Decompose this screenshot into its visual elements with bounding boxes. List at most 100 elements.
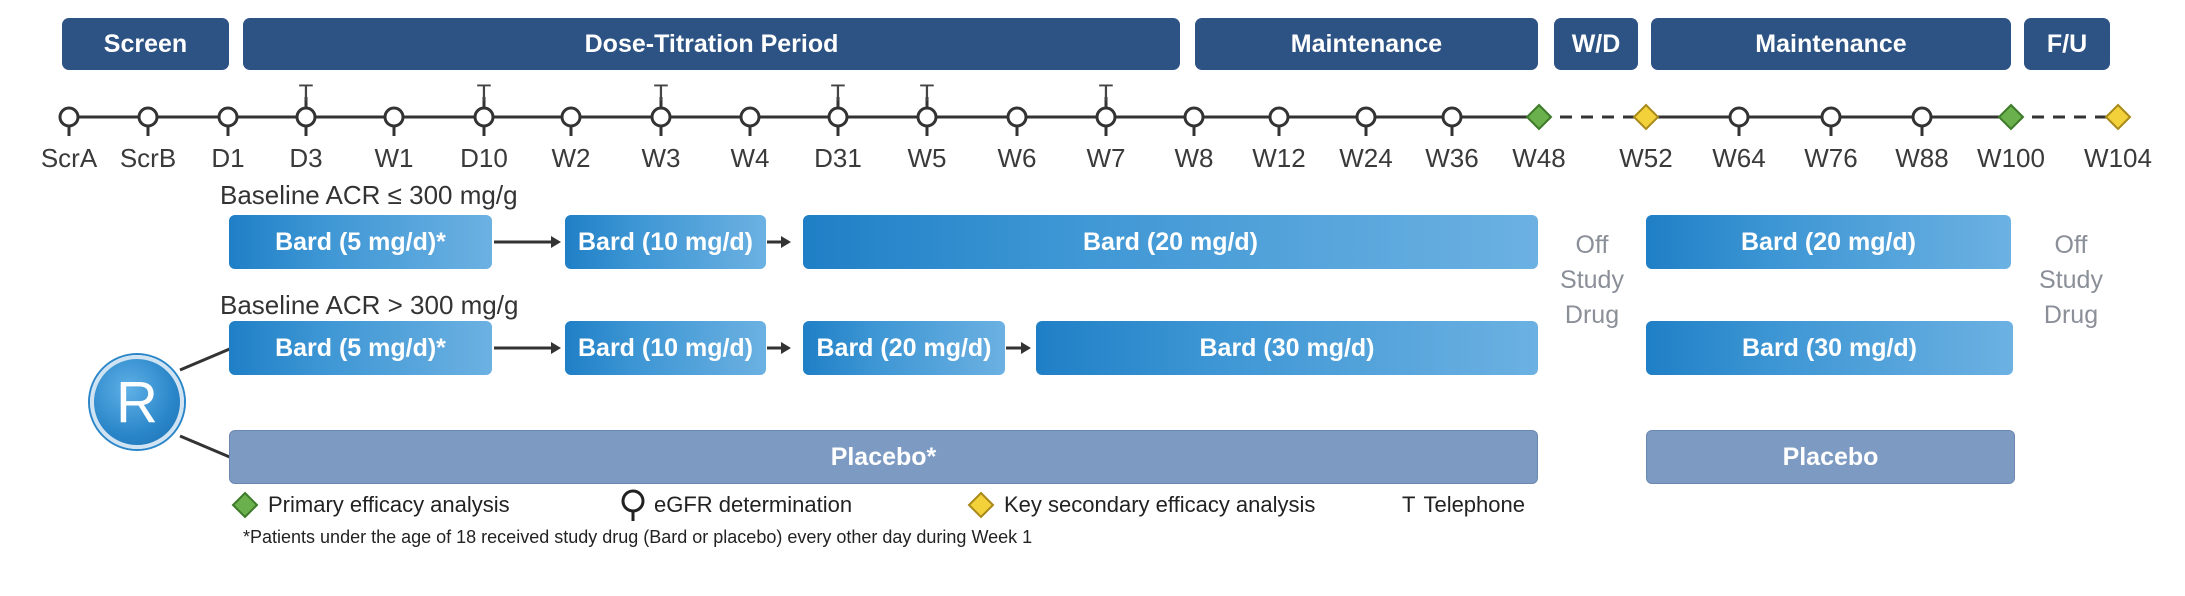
- egfr-timepoint-marker: [1355, 106, 1377, 128]
- arrow-head: [781, 342, 791, 354]
- egfr-timepoint-marker: [217, 106, 239, 128]
- egfr-timepoint-marker: [1911, 106, 1933, 128]
- timepoint-label: W64: [1712, 143, 1766, 173]
- yellow-diamond-icon: [967, 491, 995, 519]
- egfr-timepoint-marker: [739, 106, 761, 128]
- legend-telephone-label: Telephone: [1423, 492, 1525, 517]
- randomization-line-lower: [179, 434, 233, 460]
- primary-analysis-diamond: [1525, 103, 1553, 131]
- legend-telephone-letter: T: [1402, 492, 1416, 517]
- legend-secondary-label: Key secondary efficacy analysis: [1004, 492, 1316, 517]
- timepoint-label: D31: [814, 143, 862, 173]
- legend-telephone: T Telephone: [1402, 488, 1525, 522]
- bar-low-bard-10: Bard (10 mg/d): [565, 215, 766, 269]
- arrow-head: [781, 236, 791, 248]
- timepoint-label: W100: [1977, 143, 2045, 173]
- bar-low-bard-20: Bard (20 mg/d): [803, 215, 1538, 269]
- phase-maintenance-2: Maintenance: [1651, 18, 2011, 70]
- secondary-analysis-diamond: [2104, 103, 2132, 131]
- timepoint-label: W2: [551, 143, 591, 173]
- timepoint-label: ScrA: [40, 143, 98, 173]
- egfr-timepoint-marker: [1441, 106, 1463, 128]
- timepoint-label: W4: [730, 143, 770, 173]
- bar-high-maintenance-bard-30: Bard (30 mg/d): [1646, 321, 2013, 375]
- phase-follow-up: F/U: [2024, 18, 2110, 70]
- egfr-timepoint-marker: [1183, 106, 1205, 128]
- primary-analysis-diamond: [1997, 103, 2025, 131]
- legend-egfr: eGFR determination: [618, 488, 852, 522]
- green-diamond-icon: [231, 491, 259, 519]
- timepoint-label: W12: [1252, 143, 1306, 173]
- egfr-timepoint-marker: [560, 106, 582, 128]
- egfr-timepoint-marker: [1820, 106, 1842, 128]
- randomization-line-upper: [179, 346, 233, 372]
- telephone-marker: T: [653, 80, 669, 107]
- timepoint-label: D1: [211, 143, 245, 173]
- egfr-timepoint-marker: [1095, 106, 1117, 128]
- off-study-line: Drug: [1564, 301, 1620, 329]
- egfr-timepoint-marker: [1006, 106, 1028, 128]
- egfr-timepoint-marker: [1728, 106, 1750, 128]
- egfr-timepoint-marker: [1268, 106, 1290, 128]
- off-study-drug-label-1: Off Study Drug: [1537, 228, 1647, 333]
- timepoint-label: W76: [1804, 143, 1858, 173]
- timepoint-label: W88: [1895, 143, 1949, 173]
- telephone-marker: T: [919, 80, 935, 107]
- timepoint-label: W6: [997, 143, 1037, 173]
- egfr-timepoint-marker: [295, 106, 317, 128]
- timepoint-label: W24: [1339, 143, 1393, 173]
- telephone-marker: T: [298, 80, 314, 107]
- timepoint-label: W48: [1512, 143, 1566, 173]
- cohort-label-high-acr: Baseline ACR > 300 mg/g: [220, 290, 519, 320]
- telephone-marker: T: [476, 80, 492, 107]
- footnote: *Patients under the age of 18 received s…: [243, 527, 1033, 547]
- timepoint-label: W36: [1425, 143, 1479, 173]
- egfr-timepoint-marker: [137, 106, 159, 128]
- randomization-circle: R: [90, 355, 184, 449]
- timepoint-label: W1: [374, 143, 414, 173]
- timepoint-label: W5: [907, 143, 947, 173]
- timepoint-label: W104: [2084, 143, 2152, 173]
- bar-low-bard-5: Bard (5 mg/d)*: [229, 215, 492, 269]
- cohort-label-low-acr: Baseline ACR ≤ 300 mg/g: [220, 180, 518, 210]
- timepoint-label: W52: [1619, 143, 1673, 173]
- egfr-timepoint-marker: [473, 106, 495, 128]
- off-study-line: Study: [2039, 266, 2103, 294]
- arrow-head: [551, 342, 561, 354]
- secondary-analysis-diamond: [1632, 103, 1660, 131]
- off-study-line: Off: [2054, 231, 2088, 259]
- phase-maintenance-1: Maintenance: [1195, 18, 1538, 70]
- timepoint-label: ScrB: [119, 143, 177, 173]
- phase-withdrawal: W/D: [1554, 18, 1638, 70]
- arrow-head: [1021, 342, 1031, 354]
- off-study-line: Off: [1575, 231, 1609, 259]
- bar-low-maintenance-bard-20: Bard (20 mg/d): [1646, 215, 2011, 269]
- off-study-drug-label-2: Off Study Drug: [2016, 228, 2126, 333]
- timepoint-label: W7: [1086, 143, 1126, 173]
- off-study-line: Drug: [2043, 301, 2099, 329]
- telephone-marker: T: [830, 80, 846, 107]
- bar-placebo: Placebo*: [229, 430, 1538, 484]
- timepoint-label: D3: [289, 143, 323, 173]
- phase-screen: Screen: [62, 18, 229, 70]
- legend-primary-label: Primary efficacy analysis: [268, 492, 510, 517]
- bar-high-bard-5: Bard (5 mg/d)*: [229, 321, 492, 375]
- legend-primary: Primary efficacy analysis: [230, 488, 510, 522]
- bar-placebo-maintenance: Placebo: [1646, 430, 2015, 484]
- timepoint-label: W3: [641, 143, 681, 173]
- timepoint-label: W8: [1174, 143, 1214, 173]
- egfr-timepoint-marker: [58, 106, 80, 128]
- telephone-marker: T: [1098, 80, 1114, 107]
- bar-high-bard-10: Bard (10 mg/d): [565, 321, 766, 375]
- bar-high-bard-30: Bard (30 mg/d): [1036, 321, 1538, 375]
- egfr-pin-icon: [621, 489, 645, 521]
- bar-high-bard-20: Bard (20 mg/d): [803, 321, 1005, 375]
- egfr-timepoint-marker: [383, 106, 405, 128]
- legend-egfr-label: eGFR determination: [654, 492, 853, 517]
- legend-secondary: Key secondary efficacy analysis: [966, 488, 1315, 522]
- timepoint-label: D10: [460, 143, 508, 173]
- arrow-head: [551, 236, 561, 248]
- phase-dose-titration: Dose-Titration Period: [243, 18, 1180, 70]
- off-study-line: Study: [1560, 266, 1624, 294]
